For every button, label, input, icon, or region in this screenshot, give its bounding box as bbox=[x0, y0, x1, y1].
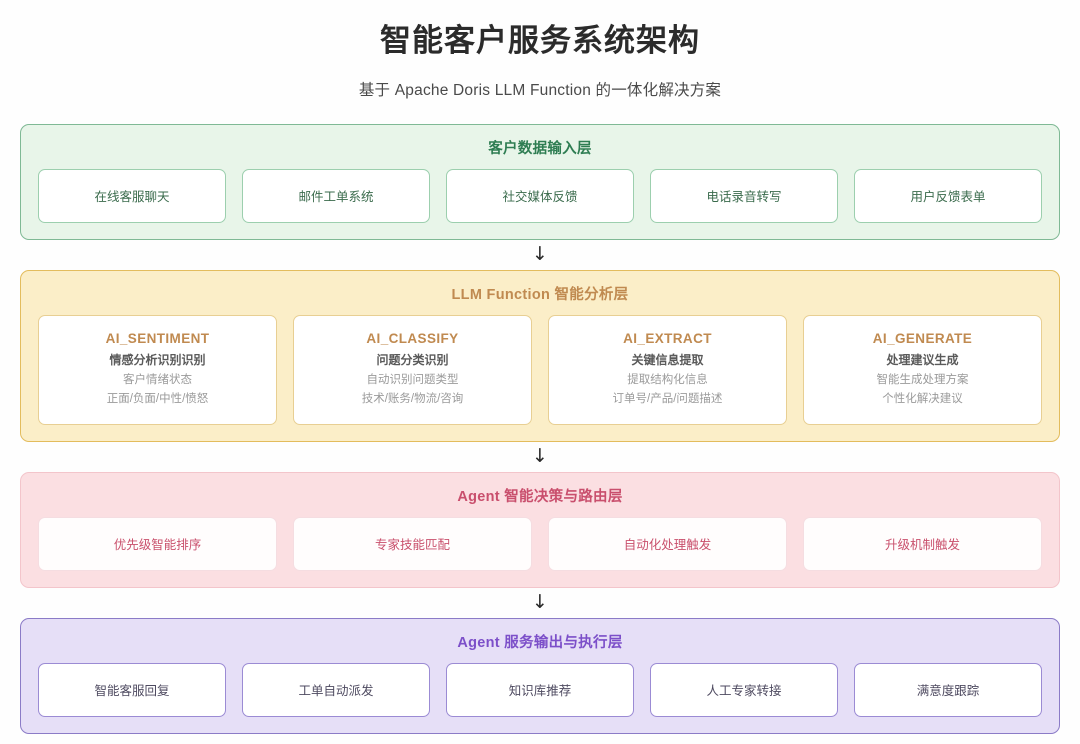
card-label: 自动化处理触发 bbox=[623, 538, 712, 553]
card-feedback-form[interactable]: 用户反馈表单 bbox=[854, 168, 1042, 223]
function-name: AI_EXTRACT bbox=[623, 331, 712, 347]
arrow-down-icon-2: ↓ bbox=[532, 445, 548, 468]
card-label: 用户反馈表单 bbox=[910, 190, 986, 205]
layer-llm-function-cards: AI_SENTIMENT 情感分析识别识别 客户情绪状态 正面/负面/中性/愤怒… bbox=[38, 314, 1042, 425]
card-label: 专家技能匹配 bbox=[374, 538, 450, 553]
card-label: 知识库推荐 bbox=[508, 684, 572, 699]
page-subtitle: 基于 Apache Doris LLM Function 的一体化解决方案 bbox=[358, 81, 722, 99]
card-ai-classify[interactable]: AI_CLASSIFY 问题分类识别 自动识别问题类型 技术/账务/物流/咨询 bbox=[293, 314, 532, 425]
card-call-transcription[interactable]: 电话录音转写 bbox=[650, 168, 838, 223]
card-label: 升级机制触发 bbox=[884, 538, 960, 553]
card-priority-sorting[interactable]: 优先级智能排序 bbox=[38, 516, 277, 571]
layer-agent-decision-title: Agent 智能决策与路由层 bbox=[457, 488, 623, 505]
card-label: 社交媒体反馈 bbox=[502, 190, 578, 205]
function-desc-2: 个性化解决建议 bbox=[882, 393, 963, 406]
function-desc-1: 智能生成处理方案 bbox=[876, 374, 969, 387]
function-subtitle: 关键信息提取 bbox=[631, 353, 704, 368]
layer-input: 客户数据输入层 在线客服聊天 邮件工单系统 社交媒体反馈 电话录音转写 用户反馈… bbox=[20, 123, 1060, 240]
layer-input-cards: 在线客服聊天 邮件工单系统 社交媒体反馈 电话录音转写 用户反馈表单 bbox=[38, 168, 1042, 223]
card-label: 在线客服聊天 bbox=[94, 190, 170, 205]
function-desc-1: 客户情绪状态 bbox=[123, 374, 192, 387]
card-social-feedback[interactable]: 社交媒体反馈 bbox=[446, 168, 634, 223]
page-title: 智能客户服务系统架构 bbox=[380, 23, 700, 58]
card-ticket-dispatch[interactable]: 工单自动派发 bbox=[242, 662, 430, 717]
card-satisfaction-tracking[interactable]: 满意度跟踪 bbox=[854, 662, 1042, 717]
card-smart-reply[interactable]: 智能客服回复 bbox=[38, 662, 226, 717]
function-name: AI_CLASSIFY bbox=[366, 331, 459, 347]
card-online-chat[interactable]: 在线客服聊天 bbox=[38, 168, 226, 223]
card-label: 优先级智能排序 bbox=[113, 538, 202, 553]
card-label: 人工专家转接 bbox=[706, 684, 782, 699]
card-email-ticket[interactable]: 邮件工单系统 bbox=[242, 168, 430, 223]
card-label: 工单自动派发 bbox=[298, 684, 374, 699]
card-human-expert-transfer[interactable]: 人工专家转接 bbox=[650, 662, 838, 717]
layer-llm-function: LLM Function 智能分析层 AI_SENTIMENT 情感分析识别识别… bbox=[20, 269, 1060, 442]
function-desc-1: 自动识别问题类型 bbox=[366, 374, 459, 387]
card-ai-extract[interactable]: AI_EXTRACT 关键信息提取 提取结构化信息 订单号/产品/问题描述 bbox=[548, 314, 787, 425]
function-desc-2: 技术/账务/物流/咨询 bbox=[361, 393, 464, 406]
card-automation-trigger[interactable]: 自动化处理触发 bbox=[548, 516, 787, 571]
card-expert-skill-match[interactable]: 专家技能匹配 bbox=[293, 516, 532, 571]
layer-agent-output: Agent 服务输出与执行层 智能客服回复 工单自动派发 知识库推荐 人工专家转… bbox=[20, 617, 1060, 734]
function-subtitle: 处理建议生成 bbox=[886, 353, 959, 368]
function-name: AI_SENTIMENT bbox=[105, 331, 210, 347]
card-label: 智能客服回复 bbox=[94, 684, 170, 699]
arrow-down-icon-3: ↓ bbox=[532, 591, 548, 614]
layer-agent-decision: Agent 智能决策与路由层 优先级智能排序 专家技能匹配 自动化处理触发 升级… bbox=[20, 471, 1060, 588]
card-label: 满意度跟踪 bbox=[916, 684, 980, 699]
card-escalation-trigger[interactable]: 升级机制触发 bbox=[803, 516, 1042, 571]
card-label: 邮件工单系统 bbox=[298, 190, 374, 205]
card-ai-sentiment[interactable]: AI_SENTIMENT 情感分析识别识别 客户情绪状态 正面/负面/中性/愤怒 bbox=[38, 314, 277, 425]
arrow-down-icon-1: ↓ bbox=[532, 243, 548, 266]
function-desc-2: 正面/负面/中性/愤怒 bbox=[106, 393, 209, 406]
function-desc-1: 提取结构化信息 bbox=[627, 374, 708, 387]
function-name: AI_GENERATE bbox=[872, 331, 973, 347]
layer-input-title: 客户数据输入层 bbox=[488, 140, 592, 157]
page-header: 智能客户服务系统架构 基于 Apache Doris LLM Function … bbox=[20, 0, 1060, 100]
layer-agent-output-title: Agent 服务输出与执行层 bbox=[457, 634, 623, 651]
card-knowledge-recommend[interactable]: 知识库推荐 bbox=[446, 662, 634, 717]
function-subtitle: 问题分类识别 bbox=[376, 353, 449, 368]
card-ai-generate[interactable]: AI_GENERATE 处理建议生成 智能生成处理方案 个性化解决建议 bbox=[803, 314, 1042, 425]
card-label: 电话录音转写 bbox=[706, 190, 782, 205]
layer-agent-output-cards: 智能客服回复 工单自动派发 知识库推荐 人工专家转接 满意度跟踪 bbox=[38, 662, 1042, 717]
function-subtitle: 情感分析识别识别 bbox=[109, 353, 206, 368]
layer-agent-decision-cards: 优先级智能排序 专家技能匹配 自动化处理触发 升级机制触发 bbox=[38, 516, 1042, 571]
layer-stack: 客户数据输入层 在线客服聊天 邮件工单系统 社交媒体反馈 电话录音转写 用户反馈… bbox=[20, 123, 1060, 734]
function-desc-2: 订单号/产品/问题描述 bbox=[612, 393, 723, 406]
layer-llm-function-title: LLM Function 智能分析层 bbox=[451, 286, 629, 303]
